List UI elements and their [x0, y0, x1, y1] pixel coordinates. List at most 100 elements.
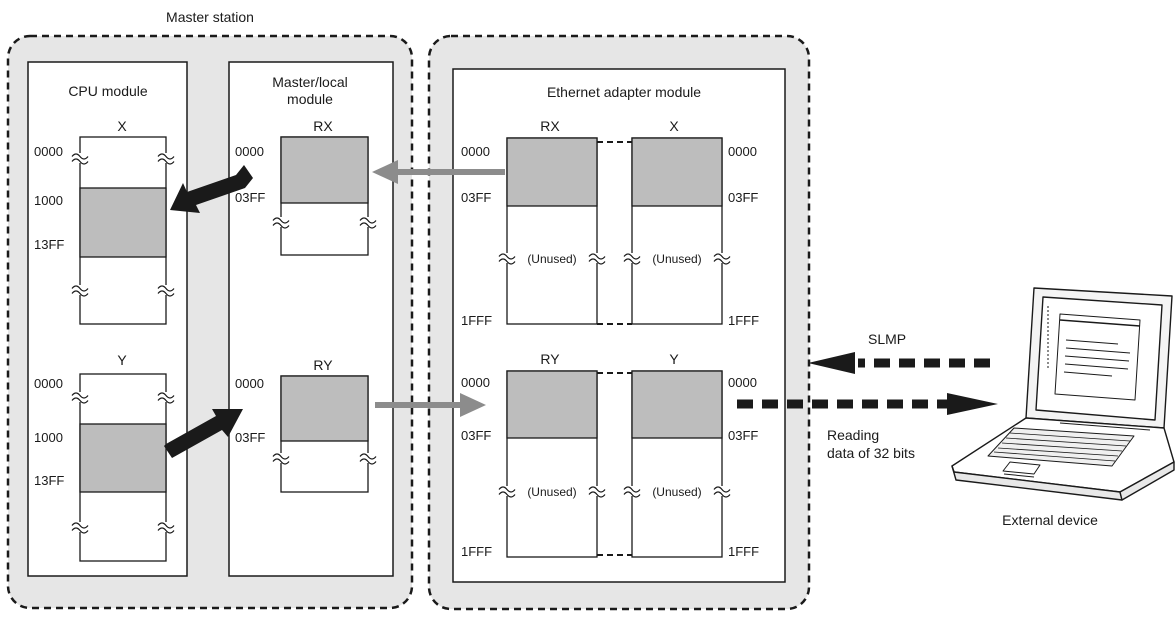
cpu-x-column	[79, 136, 167, 325]
break-mark	[359, 458, 377, 465]
break-mark	[359, 222, 377, 229]
cpu-x-addr-1000: 1000	[34, 193, 63, 208]
external-device-label: External device	[1002, 512, 1098, 528]
ea-left-addr-03ff-bottom: 03FF	[461, 428, 491, 443]
ea-rx-column	[506, 137, 598, 325]
break-mark	[157, 522, 175, 529]
break-mark	[157, 290, 175, 297]
break-mark-bg	[624, 486, 640, 496]
break-mark	[272, 458, 290, 465]
ml-rx-used-range	[280, 136, 369, 204]
ea-left-addr-0000-top: 0000	[461, 144, 490, 159]
break-mark	[498, 253, 516, 260]
ea-x-unused-text: (Unused)	[652, 252, 701, 266]
break-mark-bg	[72, 392, 88, 402]
ea-left-addr-0000-bottom: 0000	[461, 375, 490, 390]
break-mark	[359, 217, 377, 224]
break-mark	[71, 158, 89, 165]
break-mark-bg	[360, 453, 376, 463]
master-local-title-line2: module	[287, 91, 333, 107]
break-mark	[272, 453, 290, 460]
gray-arrow-ml-ry-to-ea-ry	[375, 393, 486, 417]
ml-rx-addr-0000: 0000	[235, 144, 264, 159]
black-arrow-to-ml-ry	[164, 409, 243, 458]
cpu-x-addr-0000: 0000	[34, 144, 63, 159]
cpu-x-used-range	[79, 187, 167, 258]
break-mark	[157, 158, 175, 165]
ea-right-addr-0000-bottom: 0000	[728, 375, 757, 390]
break-mark-bg	[360, 217, 376, 227]
cpu-x-addr-13ff: 13FF	[34, 237, 64, 252]
break-mark	[498, 486, 516, 493]
break-mark	[71, 392, 89, 399]
ml-ry-used-range	[280, 375, 369, 442]
ml-ry-addr-03ff: 03FF	[235, 430, 265, 445]
master-station-title: Master station	[166, 9, 254, 25]
laptop-icon	[951, 287, 1175, 501]
ea-right-addr-1fff-top: 1FFF	[728, 313, 759, 328]
break-mark	[623, 486, 641, 493]
break-mark	[588, 491, 606, 498]
ea-y-used-range	[631, 370, 723, 439]
break-mark-bg	[158, 285, 174, 295]
ea-ry-unused-text: (Unused)	[527, 485, 576, 499]
ml-ry-addr-0000: 0000	[235, 376, 264, 391]
break-mark	[588, 253, 606, 260]
cpu-y-used-range	[79, 423, 167, 493]
slmp-label: SLMP	[868, 331, 906, 347]
break-mark	[272, 222, 290, 229]
break-mark	[157, 527, 175, 534]
break-mark-bg	[72, 153, 88, 163]
break-mark	[713, 253, 731, 260]
break-mark	[498, 491, 516, 498]
break-mark	[713, 491, 731, 498]
ea-y-column	[631, 370, 723, 558]
ethernet-adapter-title: Ethernet adapter module	[547, 84, 701, 100]
black-arrow-to-cpu-x	[170, 165, 253, 213]
break-mark	[623, 491, 641, 498]
break-mark-bg	[273, 217, 289, 227]
break-mark-bg	[714, 253, 730, 263]
ea-ry-used-range	[506, 370, 598, 439]
break-mark-bg	[624, 253, 640, 263]
slmp-request-arrow	[808, 352, 990, 374]
break-mark	[623, 253, 641, 260]
ea-y-unused-text: (Unused)	[652, 485, 701, 499]
break-mark	[71, 522, 89, 529]
gray-arrow-ea-rx-to-ml-rx	[372, 160, 505, 184]
ea-right-addr-1fff-bottom: 1FFF	[728, 544, 759, 559]
ea-x-used-range	[631, 137, 723, 207]
break-mark-bg	[714, 486, 730, 496]
ml-rx-label: RX	[313, 118, 333, 134]
ea-rx-label: RX	[540, 118, 560, 134]
break-mark	[623, 258, 641, 265]
cpu-y-label: Y	[117, 352, 127, 368]
cpu-x-label: X	[117, 118, 127, 134]
cpu-y-column	[79, 373, 167, 562]
break-mark-bg	[158, 153, 174, 163]
ea-x-label: X	[669, 118, 679, 134]
ml-ry-column	[280, 375, 369, 493]
ml-rx-addr-03ff: 03FF	[235, 190, 265, 205]
break-mark	[713, 486, 731, 493]
break-mark	[71, 527, 89, 534]
ea-ry-label: RY	[540, 351, 560, 367]
break-mark-bg	[499, 486, 515, 496]
ea-y-label: Y	[669, 351, 679, 367]
ml-rx-column	[280, 136, 369, 256]
break-mark	[359, 453, 377, 460]
break-mark	[588, 486, 606, 493]
ea-rx-used-range	[506, 137, 598, 207]
break-mark-bg	[273, 453, 289, 463]
ea-right-addr-03ff-bottom: 03FF	[728, 428, 758, 443]
cpu-y-addr-0000: 0000	[34, 376, 63, 391]
break-mark	[71, 290, 89, 297]
break-mark	[157, 397, 175, 404]
reading-data-arrow	[737, 393, 998, 415]
break-mark-bg	[72, 285, 88, 295]
ml-ry-label: RY	[313, 357, 333, 373]
ea-rx-unused-text: (Unused)	[527, 252, 576, 266]
break-mark	[157, 285, 175, 292]
cpu-y-addr-1000: 1000	[34, 430, 63, 445]
